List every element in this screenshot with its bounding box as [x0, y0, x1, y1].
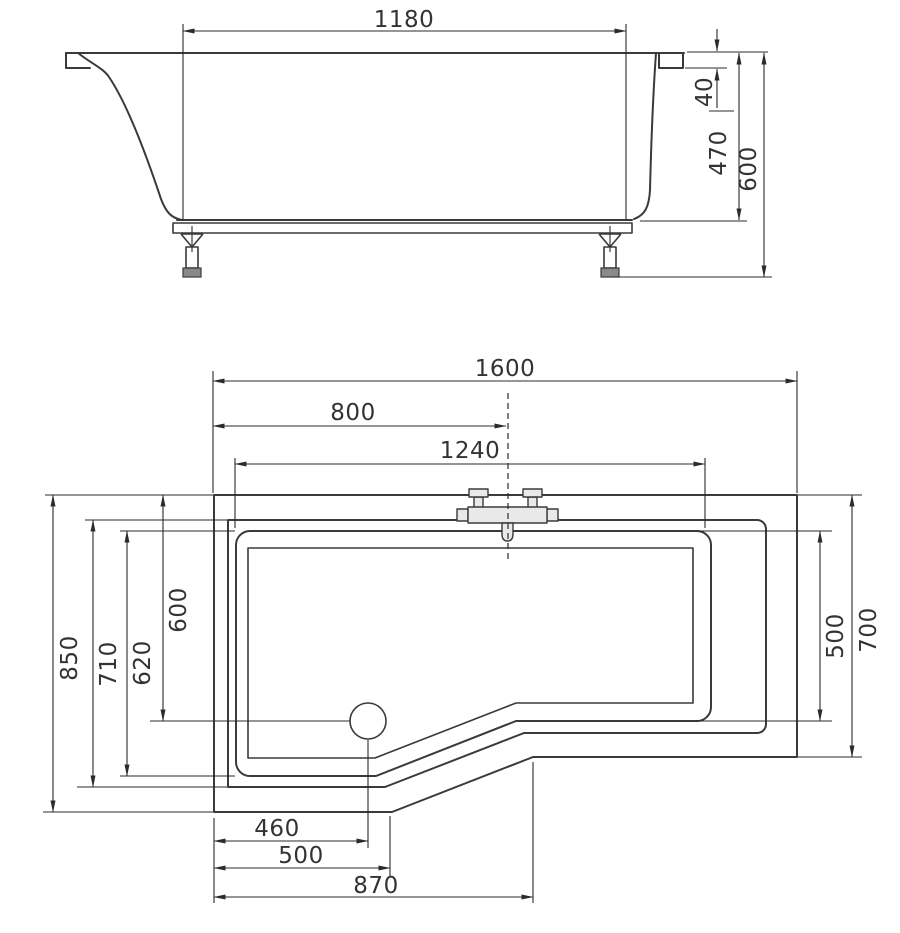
dim-text-faucet-center: 800 [330, 400, 375, 426]
front-elevation-view: 1180 40 470 600 [65, 7, 772, 278]
elevation-base-frame-bar [172, 222, 633, 234]
foot-bracket [180, 233, 204, 248]
dim-text-right-overall-width: 700 [856, 607, 882, 652]
elevation-left-rim-tab [65, 52, 91, 69]
elevation-left-wall-curve [77, 52, 183, 221]
plan-opening-outline [235, 530, 712, 777]
foot-pad [182, 267, 202, 278]
elevation-right-rim-block [658, 52, 684, 69]
dim-text-overall-height: 600 [736, 146, 762, 191]
dim-text-rim-thickness: 40 [692, 77, 718, 107]
dim-text-left-rim-width: 710 [96, 641, 122, 686]
faucet-right-tab [546, 508, 559, 522]
faucet-left-handle-cap [468, 488, 489, 498]
elevation-left-foot [180, 226, 204, 278]
dim-text-inner-depth: 470 [706, 130, 732, 175]
dim-text-overall-length: 1600 [475, 356, 536, 382]
dim-text-drain-from-left: 460 [254, 816, 299, 842]
dim-text-left-opening-width: 620 [130, 640, 156, 685]
foot-bracket [598, 233, 622, 248]
foot-pad [600, 267, 620, 278]
dim-text-right-opening-width: 500 [823, 613, 849, 658]
dim-text-step-corner: 870 [353, 873, 398, 899]
faucet-right-handle-cap [522, 488, 543, 498]
elevation-right-wall-line [633, 52, 657, 220]
drain-circle [349, 702, 387, 740]
plan-rim-outline [227, 519, 767, 788]
dim-text-left-overall-width: 850 [57, 635, 83, 680]
elevation-right-foot [598, 226, 622, 278]
faucet-spout [501, 522, 514, 542]
plan-well-bottom-outline [247, 547, 694, 759]
faucet-left-tab [456, 508, 469, 522]
dim-text-drain-from-back: 600 [166, 587, 192, 632]
plan-view: 1600 800 1240 850 710 620 600 500 700 [43, 356, 882, 903]
dim-text-base-width: 1180 [374, 7, 435, 33]
dim-text-base-step: 500 [278, 843, 323, 869]
plan-outer-outline [213, 494, 798, 813]
dim-text-rim-opening-length: 1240 [440, 438, 501, 464]
